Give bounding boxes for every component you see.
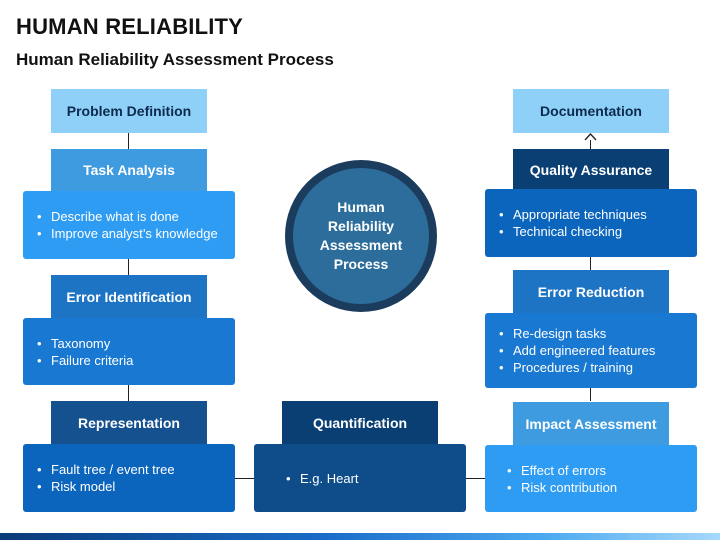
arrowhead-up-icon: [584, 133, 597, 141]
representation-header: Representation: [51, 401, 207, 444]
impact-assessment-details: Effect of errors Risk contribution: [485, 445, 697, 512]
quantification-bullet: E.g. Heart: [284, 470, 466, 487]
error-identification-details: Taxonomy Failure criteria: [23, 318, 235, 385]
quality-assurance-label: Quality Assurance: [529, 162, 653, 178]
page-subtitle: Human Reliability Assessment Process: [16, 50, 334, 69]
error-identification-bullet: Taxonomy: [35, 335, 235, 352]
center-line: Assessment: [319, 237, 403, 253]
problem-definition-box: Problem Definition: [51, 89, 207, 133]
quality-assurance-details: Appropriate techniques Technical checkin…: [485, 189, 697, 257]
task-analysis-label: Task Analysis: [83, 162, 175, 178]
task-analysis-details: Describe what is done Improve analyst’s …: [23, 191, 235, 259]
error-reduction-label: Error Reduction: [537, 283, 645, 300]
impact-assessment-label: Impact Assessment: [525, 415, 657, 432]
center-line: Process: [333, 256, 389, 272]
error-reduction-bullet: Re-design tasks: [497, 325, 697, 342]
quality-assurance-bullet: Technical checking: [497, 223, 697, 240]
task-analysis-bullet: Describe what is done: [35, 208, 235, 225]
task-analysis-bullet: Improve analyst’s knowledge: [35, 225, 235, 242]
quantification-details: E.g. Heart: [254, 444, 466, 512]
center-line: Human: [337, 199, 385, 215]
impact-assessment-bullet: Effect of errors: [505, 462, 697, 479]
representation-bullet: Risk model: [35, 478, 235, 495]
documentation-box: Documentation: [513, 89, 669, 133]
problem-definition-label: Problem Definition: [66, 103, 192, 119]
center-circle-label: Human Reliability Assessment Process: [293, 168, 429, 304]
error-reduction-header: Error Reduction: [513, 270, 669, 313]
center-line: Reliability: [327, 218, 395, 234]
representation-label: Representation: [78, 414, 180, 431]
error-identification-header: Error Identification: [51, 275, 207, 318]
representation-details: Fault tree / event tree Risk model: [23, 444, 235, 512]
task-analysis-header: Task Analysis: [51, 149, 207, 191]
quality-assurance-bullet: Appropriate techniques: [497, 206, 697, 223]
quantification-label: Quantification: [312, 414, 408, 431]
error-reduction-bullet: Add engineered features: [497, 342, 697, 359]
page-title: HUMAN RELIABILITY: [16, 14, 244, 39]
documentation-label: Documentation: [540, 103, 642, 119]
impact-assessment-bullet: Risk contribution: [505, 479, 697, 496]
connector-left-vertical: [128, 133, 129, 401]
impact-assessment-header: Impact Assessment: [513, 402, 669, 445]
representation-bullet: Fault tree / event tree: [35, 461, 235, 478]
quality-assurance-header: Quality Assurance: [513, 149, 669, 191]
quantification-header: Quantification: [282, 401, 438, 444]
error-identification-bullet: Failure criteria: [35, 352, 235, 369]
error-reduction-details: Re-design tasks Add engineered features …: [485, 313, 697, 388]
error-identification-label: Error Identification: [66, 288, 192, 305]
bottom-accent-stripe: [0, 533, 720, 540]
error-reduction-bullet: Procedures / training: [497, 359, 697, 376]
